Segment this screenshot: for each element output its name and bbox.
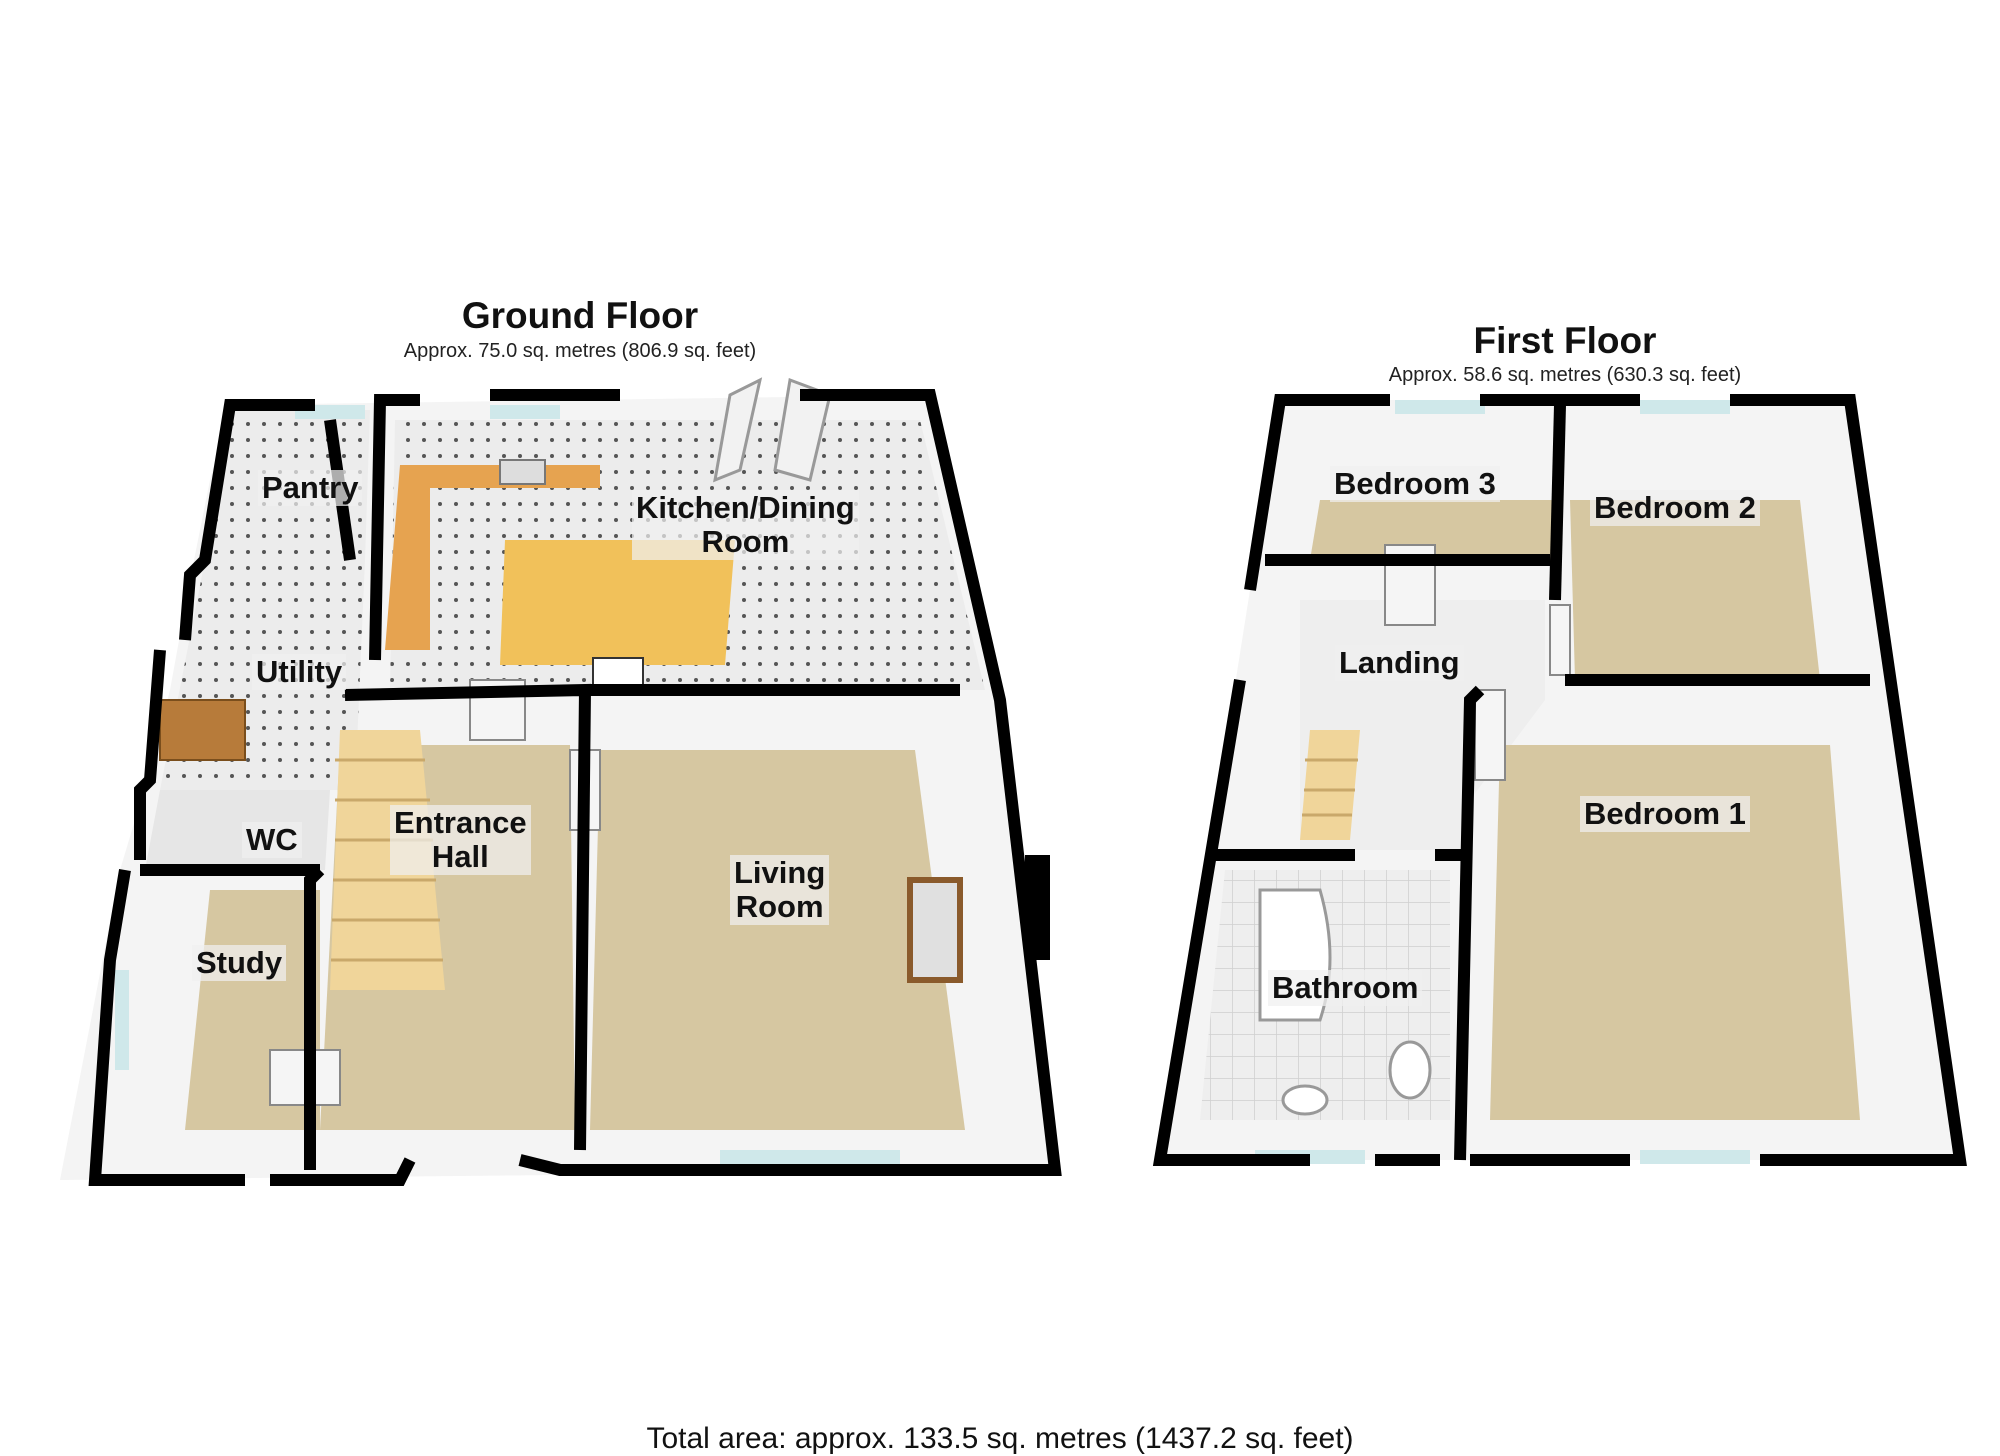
- kitchen-island: [500, 540, 735, 665]
- room-label-landing: Landing: [1335, 645, 1464, 681]
- window: [1640, 1150, 1750, 1164]
- kitchen-worktop: [385, 465, 600, 650]
- hob-icon: [592, 657, 644, 687]
- stairs-ground: [330, 730, 445, 990]
- door: [1474, 689, 1506, 781]
- toilet-icon: [1388, 1040, 1432, 1100]
- wc-floor: [145, 790, 330, 870]
- first-floor-walls: [1152, 394, 1967, 1166]
- window: [490, 405, 560, 419]
- door: [1549, 604, 1571, 676]
- bedroom-3-floor: [1310, 500, 1560, 560]
- ground-floor-area: Approx. 75.0 sq. metres (806.9 sq. feet): [403, 340, 757, 362]
- first-floor-area: Approx. 58.6 sq. metres (630.3 sq. feet): [1388, 364, 1742, 386]
- room-label-study: Study: [192, 945, 287, 981]
- window: [115, 970, 129, 1070]
- basin-icon: [1281, 1084, 1329, 1116]
- first-floor-plan: [1152, 394, 1967, 1166]
- room-label-bedroom-3: Bedroom 3: [1330, 466, 1500, 502]
- room-label-living-room: Living Room: [730, 855, 830, 925]
- window: [720, 1150, 900, 1164]
- room-label-pantry: Pantry: [258, 470, 363, 506]
- sink-icon: [499, 459, 546, 485]
- window: [1640, 400, 1730, 414]
- room-label-utility: Utility: [252, 654, 347, 690]
- door: [159, 699, 246, 761]
- stairs-first: [1300, 730, 1360, 840]
- total-area: Total area: approx. 133.5 sq. metres (14…: [646, 1422, 1354, 1455]
- first-floor-title: First Floor: [1473, 320, 1657, 361]
- fireplace-icon: [907, 877, 963, 983]
- bedroom-2-floor: [1570, 500, 1820, 680]
- window: [1395, 400, 1485, 414]
- room-label-bedroom-1: Bedroom 1: [1580, 796, 1750, 832]
- bedroom-1-floor: [1490, 745, 1860, 1120]
- ground-floor-plan: [60, 377, 1062, 1186]
- room-label-wc: WC: [242, 822, 302, 858]
- ground-floor-title: Ground Floor: [461, 295, 699, 336]
- room-label-bedroom-2: Bedroom 2: [1590, 490, 1760, 526]
- room-label-entrance-hall: Entrance Hall: [390, 805, 531, 875]
- room-label-bathroom: Bathroom: [1268, 970, 1423, 1006]
- room-label-kitchen-dining: Kitchen/Dining Room: [632, 490, 859, 560]
- living-floor: [590, 750, 965, 1130]
